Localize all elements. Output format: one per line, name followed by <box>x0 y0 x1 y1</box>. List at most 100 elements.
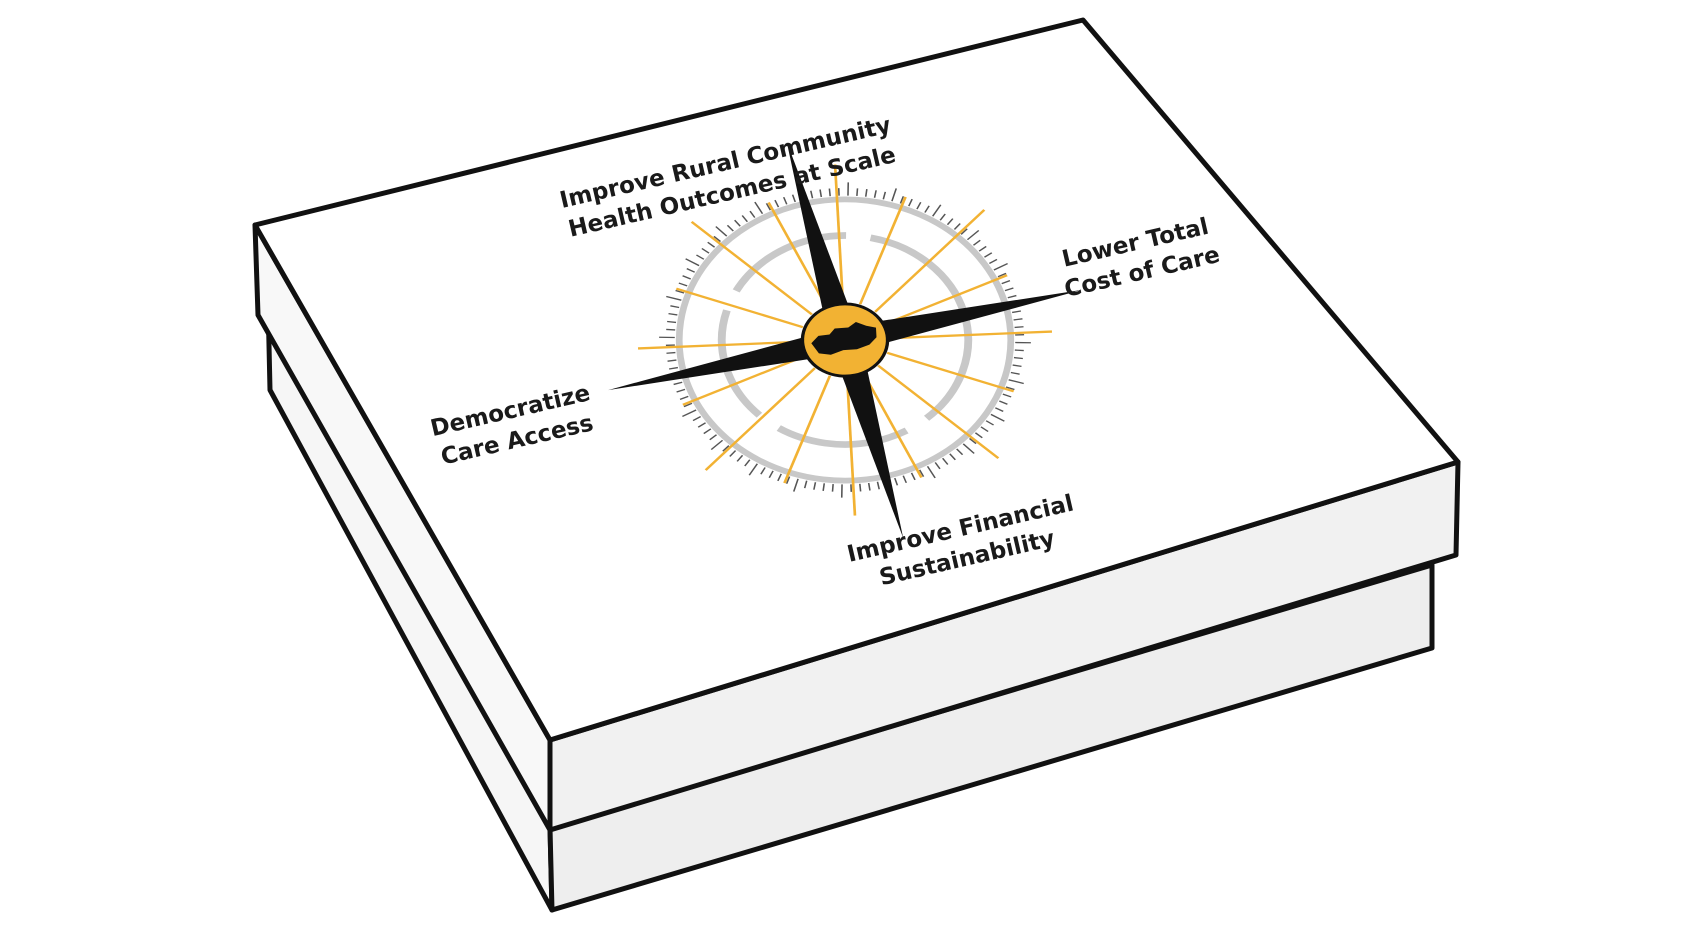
compass-tick <box>828 188 831 197</box>
compass-tick <box>777 473 782 482</box>
compass-tick <box>1007 294 1017 299</box>
compass-tick <box>667 320 677 324</box>
compass-tick <box>726 224 734 232</box>
compass-ray <box>884 274 1008 325</box>
compass-tick <box>902 475 908 484</box>
compass-ray <box>690 220 813 316</box>
compass-tick <box>734 219 741 227</box>
compass-tick <box>683 402 693 408</box>
compass-tick <box>1014 349 1024 352</box>
compass-tick <box>960 228 968 235</box>
state-map-emblem-icon <box>811 322 877 355</box>
compass-ray <box>682 355 806 406</box>
compass-tick <box>926 465 936 479</box>
compass-tick <box>910 472 916 481</box>
compass-tick <box>953 223 961 230</box>
compass-tick <box>1015 334 1025 336</box>
compass-tick <box>1015 341 1031 344</box>
compass-tick <box>782 196 788 205</box>
compass-tick <box>918 469 925 477</box>
compass-tick <box>736 454 744 462</box>
needle-east <box>841 289 1082 353</box>
compass-tick <box>934 462 941 470</box>
compass-tick <box>710 439 724 451</box>
compass-tick <box>765 203 772 211</box>
compass-tick <box>891 188 898 202</box>
compass-tick <box>741 215 748 223</box>
needle-south <box>829 336 904 539</box>
compass-tick <box>679 395 689 401</box>
compass-tick <box>946 218 954 226</box>
compass-tick <box>873 190 877 198</box>
compass-tick <box>1010 371 1020 375</box>
compass-tick <box>666 295 682 301</box>
compass-tick <box>791 194 796 203</box>
compass-tick <box>785 476 791 484</box>
compass-tick <box>668 366 679 370</box>
compass-tick <box>822 483 826 491</box>
compass-tick <box>774 199 780 208</box>
compass-tick <box>840 484 843 498</box>
compass-ray <box>858 196 907 305</box>
compass-tick <box>749 210 756 218</box>
needle-north <box>786 141 861 344</box>
compass-tick <box>962 443 975 454</box>
compass-tick <box>748 463 758 476</box>
compass-tick <box>983 252 993 258</box>
compass-tick <box>665 344 675 346</box>
compass-ray <box>886 351 1015 393</box>
compass-tick <box>985 420 995 426</box>
compass-tick <box>994 407 1004 412</box>
compass-tick <box>859 483 862 492</box>
compass-tick <box>1014 326 1024 329</box>
compass-tick <box>980 426 989 433</box>
compass-tick <box>673 381 683 386</box>
compass-tick <box>916 201 922 210</box>
compass-tick <box>667 359 677 362</box>
compass-tick <box>810 190 814 199</box>
compass-tick <box>715 226 728 237</box>
compass-tick <box>682 409 697 418</box>
compass-tick <box>670 305 680 309</box>
compass-tick <box>932 204 942 217</box>
compass-tick <box>956 448 964 456</box>
compass-tick <box>686 268 696 273</box>
compass-tick <box>837 188 840 196</box>
compass-tick <box>998 400 1008 405</box>
compass-ray <box>874 209 986 313</box>
compass-tick <box>659 336 675 339</box>
compass-tick <box>850 484 853 492</box>
compass-ray <box>783 375 832 484</box>
compass-tick <box>666 351 676 354</box>
compass-tick <box>990 413 1005 422</box>
compass-tick <box>1001 279 1011 285</box>
compass-tick <box>709 434 718 441</box>
compass-tick <box>722 445 730 452</box>
compass-tick <box>676 388 686 393</box>
compass-tick <box>924 205 930 213</box>
compass-tick <box>1004 287 1014 292</box>
compass-tick <box>703 428 712 435</box>
compass-tick <box>876 481 880 490</box>
compass-tick <box>744 459 751 467</box>
compass-tick <box>1011 310 1022 314</box>
compass-ray <box>862 373 923 478</box>
compass-sun-rays <box>637 164 1053 516</box>
compass-tick <box>760 467 766 475</box>
compass-ray <box>845 377 857 516</box>
compass-tick <box>692 415 702 422</box>
compass-tick <box>864 189 868 197</box>
compass-tick <box>1012 364 1022 368</box>
compass-tick <box>988 258 998 265</box>
compass-tick <box>831 484 834 492</box>
compass-tick <box>899 196 905 204</box>
compass-tick <box>856 188 859 196</box>
compass-tick <box>803 480 808 489</box>
compass-tick <box>1008 379 1024 385</box>
compass-tick <box>668 312 678 316</box>
compass-tick <box>754 201 764 215</box>
compass-ray <box>889 330 1053 340</box>
compass-ray <box>637 340 801 350</box>
compass-ray <box>704 367 816 471</box>
